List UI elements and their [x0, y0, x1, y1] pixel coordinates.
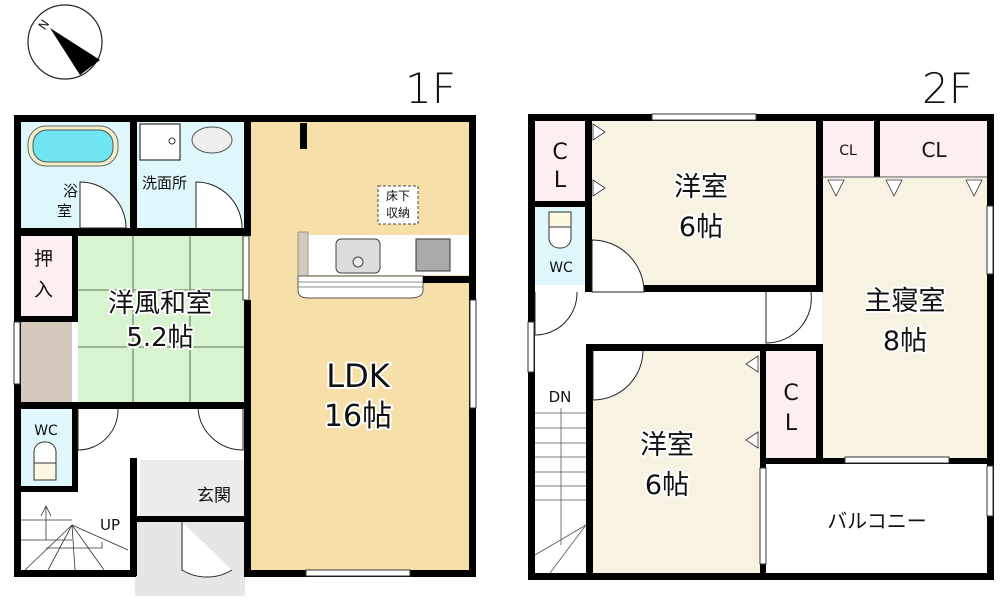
- japanese-room-label: 洋風和室: [108, 289, 212, 319]
- bath-label-2: 室: [57, 202, 72, 220]
- svg-text:収納: 収納: [386, 206, 410, 220]
- closet-c-label: CL: [921, 138, 947, 162]
- master-bedroom-label: 主寝室: [865, 286, 946, 317]
- north-arrow-icon: N: [27, 4, 103, 80]
- ldk-size: 16帖: [324, 399, 392, 434]
- floor-label-2f: 2F: [922, 64, 973, 113]
- closet-a: [535, 121, 585, 201]
- ldk-label: LDK: [326, 357, 390, 395]
- closet-c: [880, 121, 990, 177]
- floor-1f: 床下 収納: [13, 115, 477, 596]
- washroom-label: 洗面所: [142, 174, 187, 192]
- closet-d-label-2: L: [785, 411, 798, 436]
- japanese-room-size: 5.2帖: [126, 323, 193, 353]
- stairs-up-label: UP: [100, 516, 120, 534]
- bath-label: 浴: [63, 182, 78, 200]
- stairs-down-label: DN: [549, 388, 572, 406]
- closet-b: [822, 121, 874, 177]
- wc-1f-label: WC: [34, 423, 58, 439]
- floor-label-1f: 1F: [405, 64, 456, 113]
- entrance-label: 玄関: [197, 486, 231, 506]
- western-room-2-size: 6帖: [645, 470, 689, 501]
- oshiire-label-1: 押: [34, 248, 53, 270]
- closet-a-label-1: C: [552, 140, 567, 165]
- wc-2f-label: WC: [549, 260, 573, 276]
- western-room-1-size: 6帖: [679, 212, 723, 243]
- japanese-room: [78, 236, 245, 402]
- master-bedroom-size: 8帖: [883, 326, 927, 357]
- oshiire-label-2: 入: [34, 279, 53, 301]
- closet-a-label-2: L: [554, 168, 567, 193]
- closet-b-label: CL: [839, 143, 857, 159]
- entrance-hall: [140, 460, 244, 518]
- closet-d: [766, 350, 818, 460]
- master-bedroom: [822, 178, 990, 460]
- svg-text:床下: 床下: [386, 189, 410, 203]
- closet-d-label-1: C: [783, 381, 798, 406]
- oshiire-closet: [20, 236, 72, 318]
- balcony-label: バルコニー: [827, 509, 927, 533]
- western-room-1-label: 洋室: [674, 172, 728, 203]
- storage-area: [20, 320, 72, 402]
- ldk-room: [250, 121, 470, 573]
- western-room-2-label: 洋室: [640, 430, 694, 461]
- floor-2f: C L 洋室 6帖 CL CL WC 主寝室 8帖 DN 洋室 6帖 C L バ…: [527, 113, 994, 580]
